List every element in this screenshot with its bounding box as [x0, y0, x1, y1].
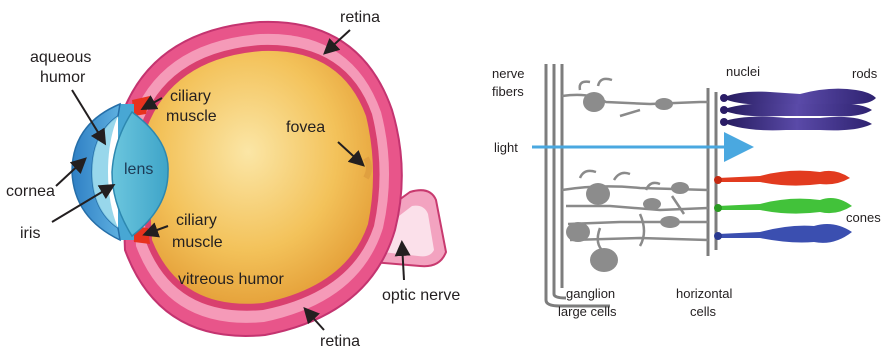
rod-2 [722, 104, 872, 117]
rod-nucleus-2 [720, 106, 728, 114]
rod-nucleus-3 [720, 118, 728, 126]
label-retina-bottom: retina [320, 333, 360, 350]
upper-neuron-processes [562, 79, 708, 116]
label-light: light [494, 140, 518, 155]
bipolar-cell-upper [655, 98, 673, 110]
rods-group [720, 89, 876, 131]
rod-3 [722, 117, 872, 131]
label-ganglion-1: ganglion [566, 286, 615, 301]
label-rods: rods [852, 66, 878, 81]
label-iris: iris [20, 225, 40, 242]
ganglion-cell-3 [590, 248, 618, 272]
label-ciliary-bottom-2: muscle [172, 234, 223, 251]
cone-nucleus-red [714, 176, 722, 184]
eye-diagram: aqueous humor cornea iris lens ciliary m… [6, 9, 460, 350]
label-cones: cones [846, 210, 881, 225]
label-nerve-2: fibers [492, 84, 524, 99]
label-lens: lens [124, 161, 153, 178]
cone-blue [718, 224, 852, 243]
rod-1 [722, 89, 876, 105]
label-ciliary-top-2: muscle [166, 108, 217, 125]
label-horizontal-1: horizontal [676, 286, 732, 301]
label-aqueous-2: humor [40, 69, 86, 86]
label-optic-nerve: optic nerve [382, 287, 460, 304]
fovea-mark [366, 158, 369, 178]
label-ciliary-bottom-1: ciliary [176, 212, 217, 229]
label-fovea: fovea [286, 119, 325, 136]
cone-green [718, 198, 852, 214]
label-ganglion-2: large cells [558, 304, 617, 319]
ganglion-cell-1 [586, 183, 610, 205]
label-aqueous-1: aqueous [30, 49, 91, 66]
bipolar-cell-1 [643, 198, 661, 210]
horizontal-cell-1 [660, 216, 680, 228]
horizontal-cell-trunk [708, 88, 716, 256]
rod-nucleus-1 [720, 94, 728, 102]
retina-detail-diagram: nerve fibers nuclei rods light cones gan… [492, 64, 881, 319]
cone-nucleus-green [714, 204, 722, 212]
label-vitreous: vitreous humor [178, 271, 284, 288]
cone-nucleus-blue [714, 232, 722, 240]
cones-group [714, 171, 852, 243]
label-horizontal-2: cells [690, 304, 717, 319]
cone-red [718, 171, 850, 186]
ganglion-cell-upper [583, 92, 605, 112]
label-nerve-1: nerve [492, 66, 525, 81]
ganglion-cell-2 [566, 222, 590, 242]
label-retina-top: retina [340, 9, 380, 26]
label-cornea: cornea [6, 183, 55, 200]
label-ciliary-top-1: ciliary [170, 88, 211, 105]
label-nuclei: nuclei [726, 64, 760, 79]
bipolar-cell-2 [671, 182, 689, 194]
